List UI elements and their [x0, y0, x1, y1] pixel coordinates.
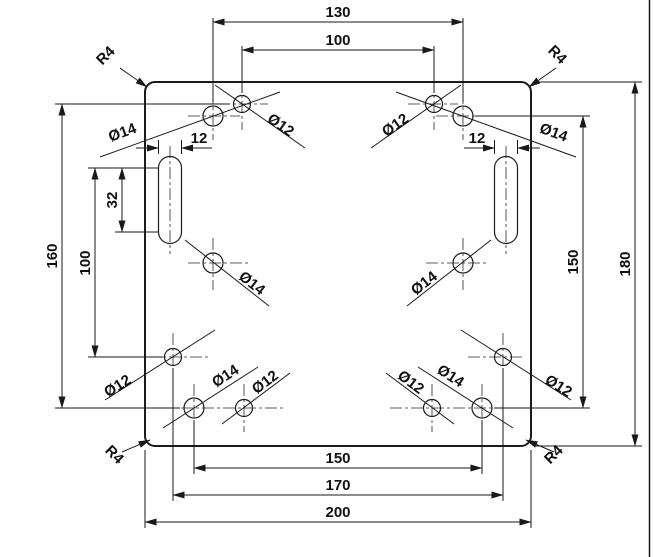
- dia-label-mid-right: Ø14: [408, 268, 441, 299]
- dim-right-outer-180: [535, 81, 642, 447]
- dia-label-top-left-inner: Ø12: [264, 110, 297, 140]
- r4-label-bottom-right: R4: [541, 442, 567, 468]
- dim-label-12-right: 12: [469, 130, 486, 147]
- dim-label-160: 160: [44, 243, 61, 268]
- dim-top-130: [212, 18, 464, 102]
- dia-label-top-right-outer: Ø14: [537, 120, 570, 146]
- plate-outline: [144, 81, 532, 447]
- dia-label-top-right-inner: Ø12: [379, 110, 412, 140]
- dim-label-32: 32: [104, 192, 121, 209]
- leader-hole-mid-right: [406, 239, 492, 307]
- dim-slot-length-32: [88, 167, 158, 233]
- dim-label-100-top: 100: [325, 32, 350, 49]
- dim-slot-width-left-12: [136, 140, 212, 154]
- dim-label-150-right: 150: [565, 249, 582, 274]
- dim-bottom-outer-200: [144, 450, 532, 528]
- holes: [163, 94, 513, 419]
- radius-labels: R4 R4 R4 R4: [93, 42, 570, 468]
- leader-hole-top-left-outer: [99, 91, 281, 158]
- dia-label-bottom-right-corner: Ø14: [434, 361, 468, 391]
- leader-hole-top-right-outer: [395, 91, 577, 158]
- leader-hole-bottom-right-inner: [385, 372, 455, 425]
- dia-label-bottom-right-upper: Ø12: [542, 371, 575, 400]
- dia-label-mid-left: Ø14: [235, 268, 268, 299]
- dim-right-inner-150: [475, 115, 590, 409]
- dim-top-100: [241, 46, 435, 93]
- leader-r4-top-right: [528, 67, 557, 88]
- r4-label-top-left: R4: [93, 43, 119, 69]
- r4-label-top-right: R4: [544, 42, 570, 68]
- dim-label-170: 170: [325, 477, 350, 494]
- leader-lines: [99, 84, 577, 429]
- dimension-labels: 130 100 12 12 32 100 160 150 180 150 170…: [44, 4, 634, 521]
- dim-left-inner-100: [88, 167, 163, 358]
- leader-hole-bottom-left-inner: [221, 372, 291, 425]
- dim-slot-width-right-12: [464, 140, 540, 154]
- radius-leaders: [119, 67, 557, 453]
- dim-label-100-left: 100: [77, 250, 94, 275]
- dia-label-bottom-left-inner: Ø12: [249, 367, 282, 398]
- dim-bottom-inner-150: [193, 420, 483, 474]
- dim-label-150-bottom: 150: [325, 450, 350, 467]
- dia-label-top-left-outer: Ø14: [106, 120, 139, 146]
- dim-bottom-mid-170: [172, 368, 504, 501]
- leader-r4-bottom-left: [121, 439, 151, 453]
- leader-hole-bottom-right-upper: [460, 329, 572, 401]
- dim-label-130: 130: [325, 4, 350, 21]
- dia-label-bottom-right-inner: Ø12: [394, 367, 427, 398]
- leader-hole-bottom-right-corner: [417, 366, 514, 429]
- dia-label-bottom-left-upper: Ø12: [101, 371, 134, 400]
- r4-label-bottom-left: R4: [101, 442, 127, 468]
- leader-hole-top-left-inner: [214, 84, 306, 149]
- dim-label-180: 180: [617, 251, 634, 276]
- slots: [157, 155, 519, 245]
- leader-hole-bottom-left-corner: [162, 366, 259, 429]
- leader-hole-mid-left: [184, 239, 270, 307]
- dim-left-outer-160: [55, 103, 230, 409]
- dim-label-200: 200: [325, 504, 350, 521]
- leader-r4-top-left: [119, 67, 148, 88]
- leader-hole-bottom-left-upper: [104, 329, 216, 401]
- dim-label-12-left: 12: [191, 130, 208, 147]
- dia-label-bottom-left-corner: Ø14: [209, 361, 243, 391]
- leader-hole-top-right-inner: [370, 84, 462, 149]
